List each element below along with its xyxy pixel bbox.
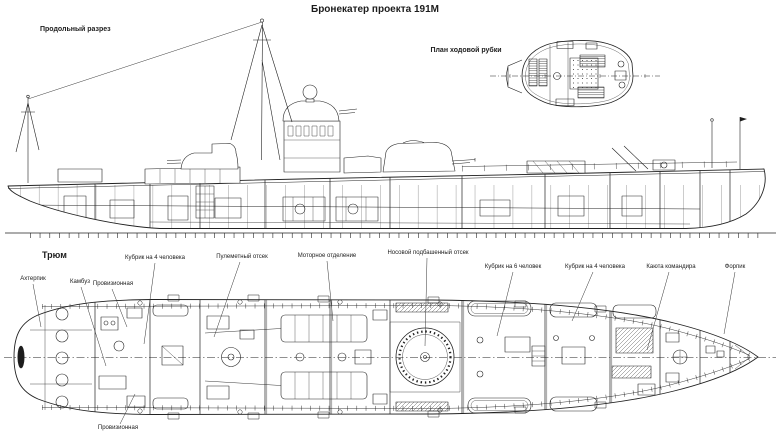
page-title: Бронекатер проекта 191М [311, 4, 439, 15]
hold-label-kubrik6: Кубрик на 6 человек [484, 264, 542, 270]
rudder-head [17, 345, 25, 369]
hold-label-motornoe-otdelenie: Моторное отделение [297, 253, 357, 259]
hold-plan-drawing [4, 294, 776, 420]
wheelhouse-plan-drawing [490, 40, 660, 108]
hold-label-kubrik4-aft: Кубрик на 4 человека [124, 255, 186, 261]
engine-starboard [280, 371, 368, 400]
aft-turret [180, 143, 239, 170]
side-view-drawing [5, 18, 776, 238]
main-mast [230, 21, 293, 161]
wheelhouse-outline [521, 40, 634, 108]
hold-label-akhterpik: Ахтерпик [20, 276, 46, 282]
hold-label-provizionnaya-bottom: Провизионная [97, 425, 139, 431]
hull-outline [7, 168, 766, 229]
forward-turret [382, 142, 456, 173]
deck-fittings [137, 294, 607, 420]
searchlight [302, 84, 318, 100]
hold-label-kayuta-komandira: Каюта командира [646, 264, 696, 270]
superstructure [57, 84, 676, 185]
hold-label-pulemetny-otsek: Пулеметный отсек [216, 254, 268, 260]
masts-and-rigging [15, 18, 747, 183]
machinery [63, 185, 643, 222]
hold-plan-label: Трюм [42, 250, 67, 260]
deck-line [7, 171, 765, 189]
plan-hull-outline [13, 299, 759, 415]
hold-label-kubrik4-fwd: Кубрик на 4 человека [564, 264, 626, 270]
antenna-wire [27, 21, 263, 100]
hold-label-provizionnaya-top: Провизионная [92, 281, 134, 287]
turret-ring [395, 327, 455, 387]
hold-label-kambuz: Камбуз [70, 279, 90, 285]
leader-lines [32, 257, 736, 425]
cupola [282, 100, 340, 122]
stern-mast [15, 98, 40, 183]
wheelhouse-plan-label: План ходовой рубки [430, 47, 502, 54]
side-view-label: Продольный разрез [40, 26, 111, 33]
wheelhouse [283, 120, 341, 173]
hold-label-podbashenny-otsek: Носовой подбашенный отсек [387, 250, 469, 256]
hold-label-forpik: Форпик [724, 264, 746, 270]
foredeck-rail [461, 161, 738, 167]
engine-port [280, 314, 368, 343]
